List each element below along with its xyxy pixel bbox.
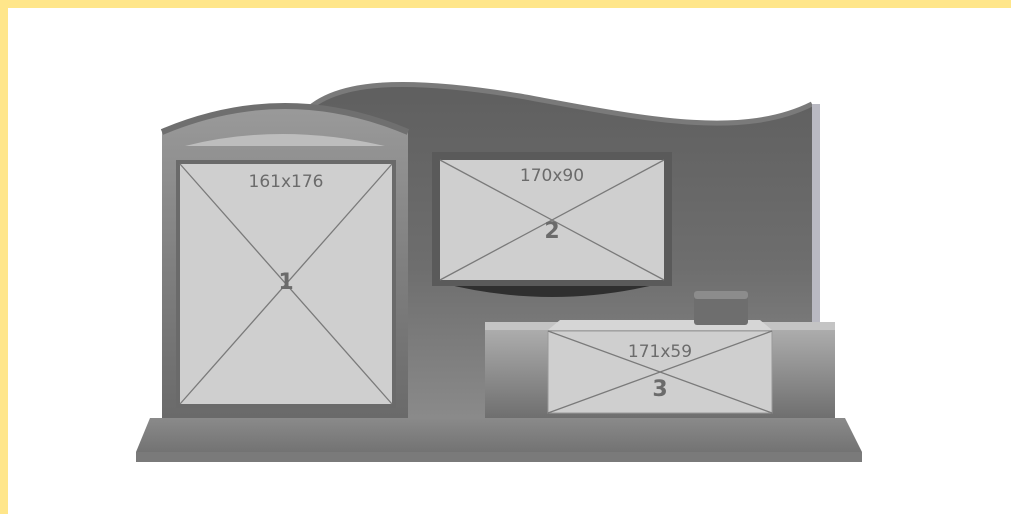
- counter-box: [694, 291, 748, 325]
- graphic-panel-1: 161x176 1: [176, 160, 396, 408]
- panel-2-dimensions: 170x90: [520, 166, 584, 186]
- panel-3-number: 3: [652, 377, 667, 402]
- panel-1-number: 1: [278, 270, 293, 295]
- graphic-panel-3: 171x59 3: [547, 330, 773, 414]
- panel-1-dimensions: 161x176: [249, 172, 324, 192]
- floor-platform: [136, 418, 862, 462]
- panel-2-number: 2: [544, 219, 559, 244]
- graphic-panel-2: 170x90 2: [432, 152, 672, 297]
- panel-3-dimensions: 171x59: [628, 342, 692, 362]
